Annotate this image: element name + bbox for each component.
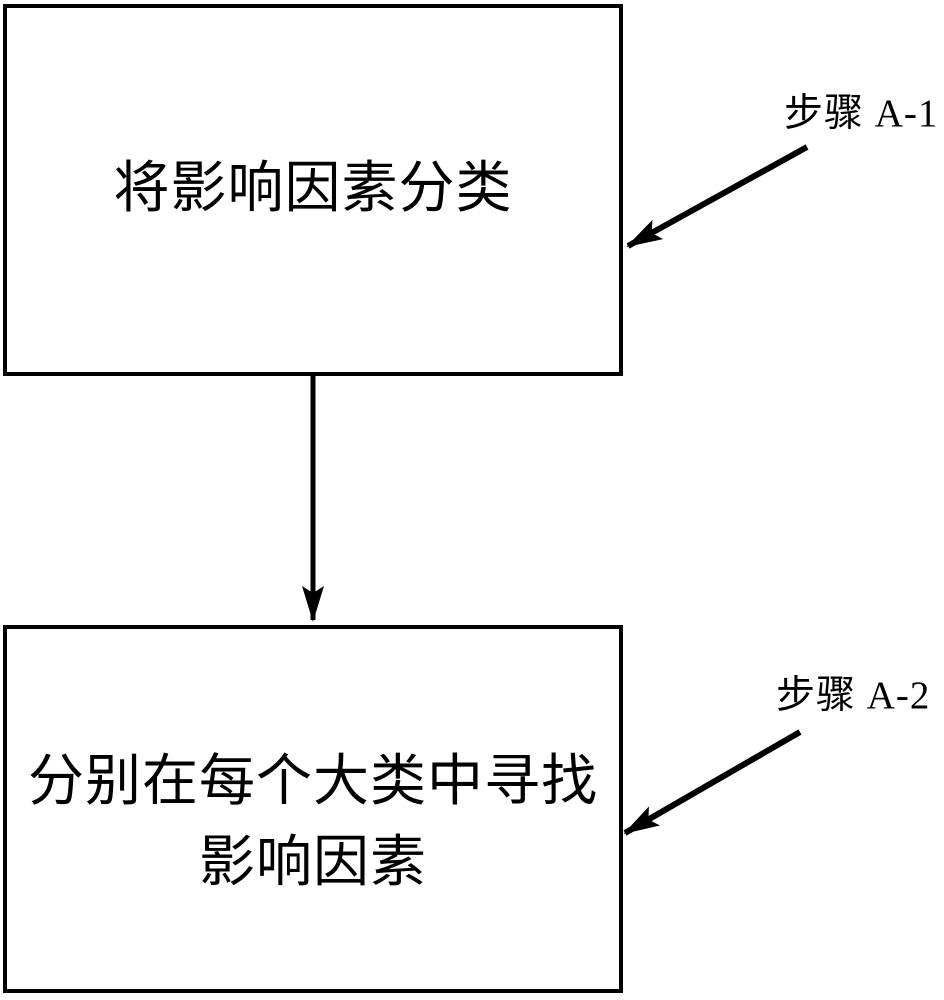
step-a1-pointer-arrow — [626, 144, 809, 249]
flow-box-classify-factors-label: 将影响因素分类 — [113, 158, 513, 221]
flow-box-find-factors-label-line-1: 分别在每个大类中寻找 — [28, 750, 598, 813]
flow-box-classify-factors: 将影响因素分类 — [3, 4, 623, 376]
flow-box-find-factors: 分别在每个大类中寻找 影响因素 — [3, 625, 623, 993]
step-a2-pointer-arrow — [623, 729, 802, 836]
flow-box-find-factors-label-line-2: 影响因素 — [199, 832, 427, 894]
step-label-a1: 步骤 A-1 — [784, 92, 939, 135]
step-label-a2: 步骤 A-2 — [776, 674, 931, 717]
